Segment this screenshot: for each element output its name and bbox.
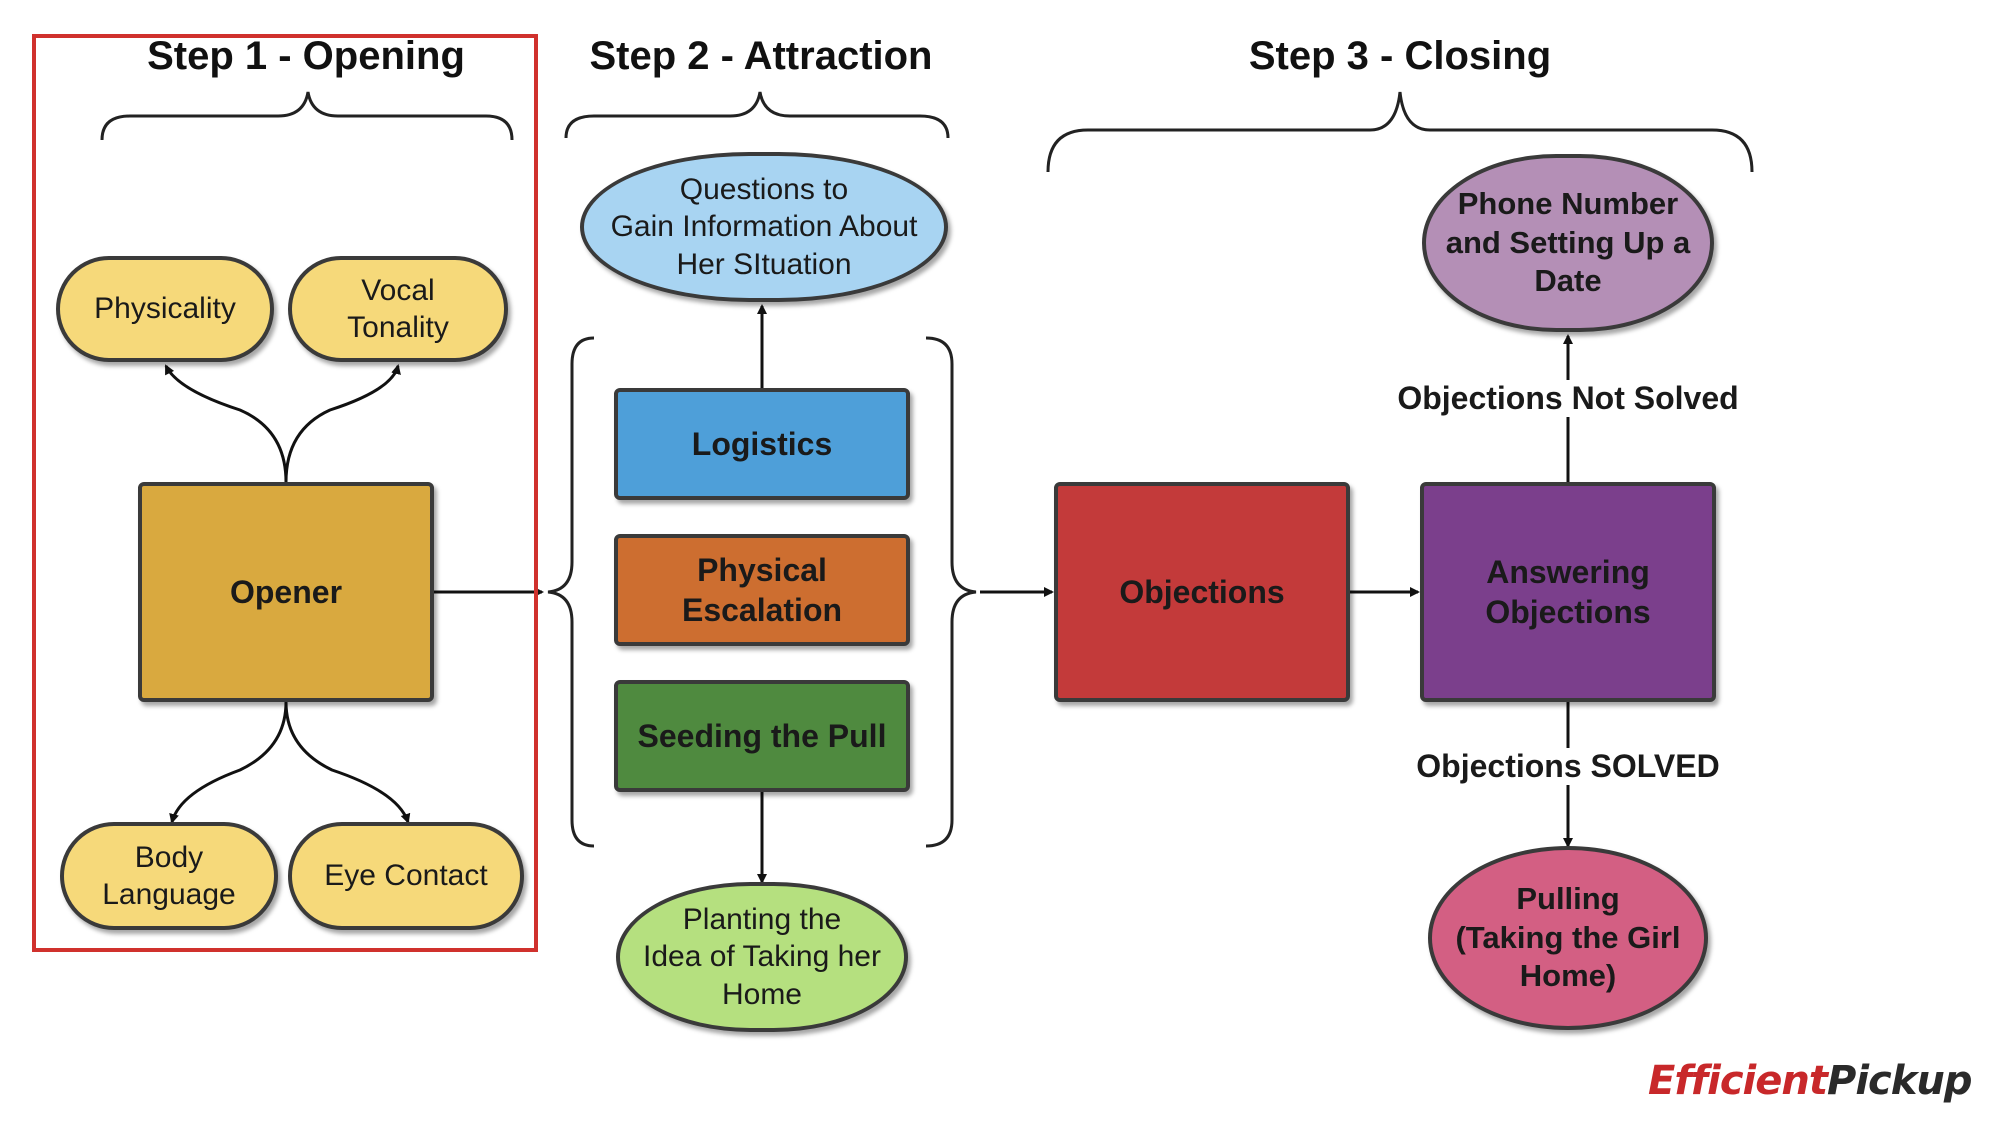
answering-objections-node: Answering Objections	[1420, 482, 1716, 702]
step1-brace	[100, 91, 514, 141]
objections-solved-label: Objections SOLVED	[1404, 748, 1732, 785]
body-language-node: Body Language	[60, 822, 278, 930]
step3-title: Step 3 - Closing	[1248, 34, 1552, 78]
questions-node: Questions to Gain Information About Her …	[580, 152, 948, 302]
pulling-node: Pulling (Taking the Girl Home)	[1428, 846, 1708, 1030]
step1-title: Step 1 - Opening	[147, 34, 465, 78]
step3-brace	[1046, 91, 1754, 173]
arrow-opener-eye	[284, 701, 411, 824]
step2-brace	[564, 91, 950, 139]
eye-contact-node: Eye Contact	[288, 822, 524, 930]
phone-number-node: Phone Number and Setting Up a Date	[1422, 154, 1714, 332]
physicality-node: Physicality	[56, 256, 274, 362]
vocal-tonality-node: Vocal Tonality	[288, 256, 508, 362]
seeding-the-pull-node: Seeding the Pull	[614, 680, 910, 792]
objections-not-solved-label: Objections Not Solved	[1380, 380, 1756, 417]
left-group-brace	[547, 336, 595, 848]
arrow-opener-physicality	[164, 364, 288, 483]
opener-node: Opener	[138, 482, 434, 702]
planting-node: Planting the Idea of Taking her Home	[616, 882, 908, 1032]
physical-escalation-node: Physical Escalation	[614, 534, 910, 646]
right-group-brace	[925, 336, 977, 848]
efficientpickup-logo: EfficientPickup	[1648, 1058, 1972, 1104]
step1-highlight-frame	[32, 34, 538, 952]
arrow-opener-vocal	[284, 364, 401, 483]
arrow-opener-body	[169, 701, 288, 824]
objections-node: Objections	[1054, 482, 1350, 702]
logistics-node: Logistics	[614, 388, 910, 500]
step2-title: Step 2 - Attraction	[589, 34, 933, 78]
